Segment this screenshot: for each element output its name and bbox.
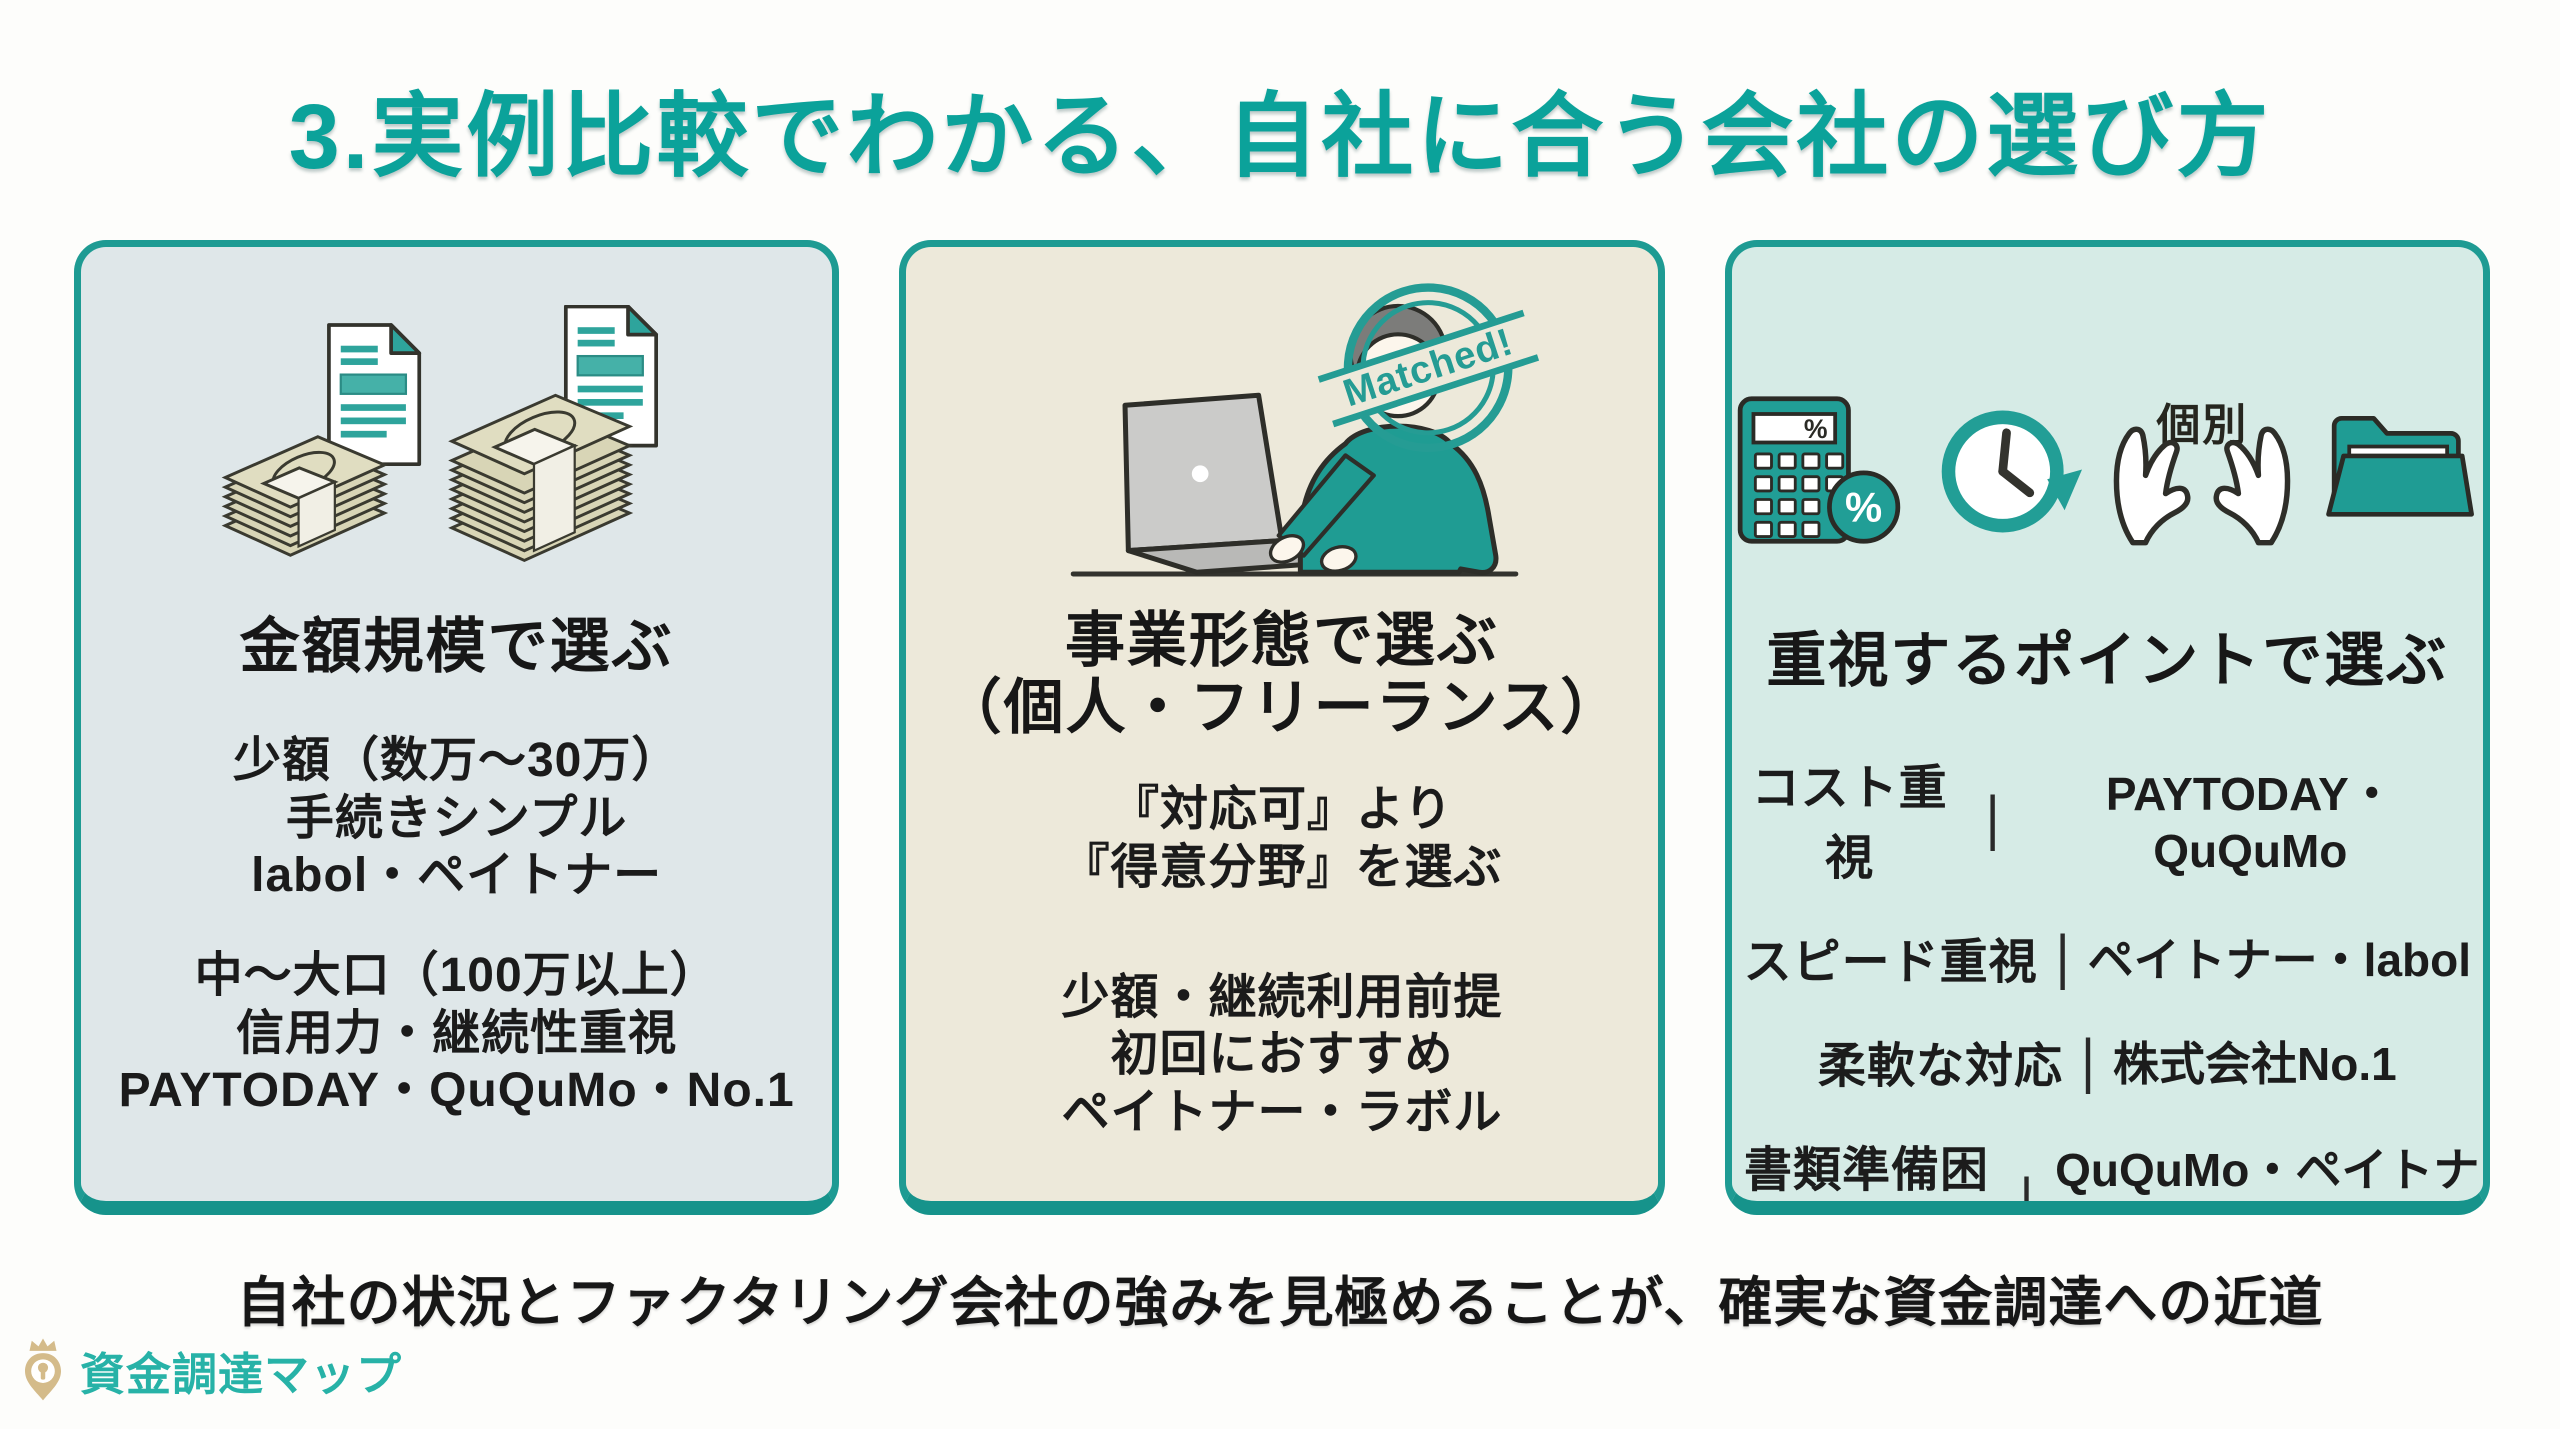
card-heading: 事業形態で選ぶ （個人・フリーランス） xyxy=(942,607,1623,741)
card-heading: 重視するポイントで選ぶ xyxy=(1766,627,2449,694)
card-text-line: 中〜大口（100万以上） xyxy=(194,948,719,1002)
priority-label: 柔軟な対応 xyxy=(1817,1040,2063,1094)
individual-support-icon: 個別 xyxy=(2111,395,2293,547)
priority-separator: | xyxy=(2055,923,2070,991)
person-at-laptop-icon: Matched! xyxy=(1070,283,1540,577)
map-pin-icon xyxy=(25,1338,61,1401)
card-heading-line: （個人・フリーランス） xyxy=(941,674,1623,742)
priority-row: 書類準備困難 | QuQuMo・ペイトナー xyxy=(1732,1130,2483,1215)
priority-row: 柔軟な対応 | 株式会社No.1 xyxy=(1732,1026,2483,1096)
priority-rows: コスト重視 | PAYTODAY・QuQuMo スピード重視 | ペイトナー・l… xyxy=(1732,748,2483,1215)
specialty-point-group: 『対応可』より 『得意分野』を選ぶ xyxy=(1061,781,1502,896)
priority-value: ペイトナー・labol xyxy=(2087,934,2472,987)
priority-separator: | xyxy=(1985,784,2000,852)
calculator-icon: % % xyxy=(1738,396,1901,544)
brand-logo: 資金調達マップ xyxy=(16,1336,402,1404)
money-stack-icon xyxy=(221,435,388,557)
brand-name: 資金調達マップ xyxy=(80,1348,403,1400)
footer-message: 自社の状況とファクタリング会社の強みを見極めることが、確実な資金調達への近道 xyxy=(236,1273,2324,1333)
card-text-line: 『対応可』より xyxy=(1110,783,1454,837)
cards-row: 金額規模で選ぶ 少額（数万〜30万） 手続きシンプル labol・ペイトナー 中… xyxy=(74,240,2490,1215)
person-laptop-illustration: Matched! xyxy=(942,265,1622,599)
hands-icon xyxy=(2114,426,2291,546)
card-text-line: 信用力・継続性重視 xyxy=(236,1006,678,1060)
priority-icons-row: % % 個別 xyxy=(1733,395,2481,547)
priority-row: コスト重視 | PAYTODAY・QuQuMo xyxy=(1732,748,2483,888)
card-text-line: 『得意分野』を選ぶ xyxy=(1061,840,1503,894)
calculator-badge-percent: % xyxy=(1845,483,1882,530)
priority-value: PAYTODAY・QuQuMo xyxy=(2105,768,2395,878)
small-amount-group: 少額（数万〜30万） 手続きシンプル labol・ペイトナー xyxy=(233,732,680,905)
card-select-by-priority: % % 個別 xyxy=(1724,240,2490,1215)
large-amount-group: 中〜大口（100万以上） 信用力・継続性重視 PAYTODAY・QuQuMo・N… xyxy=(119,947,795,1120)
card-text-line: 初回におすすめ xyxy=(1110,1028,1454,1082)
clock-icon xyxy=(1942,410,2083,533)
page-title: 3.実例比較でわかる、自社に合う会社の選び方 xyxy=(288,86,2272,188)
crown-shape xyxy=(29,1338,57,1351)
money-stacks-illustration xyxy=(187,305,727,573)
folder-icon xyxy=(2326,415,2475,517)
priority-separator: | xyxy=(2019,1166,2034,1215)
priority-label: スピード重視 xyxy=(1743,936,2038,990)
calculator-display-percent: % xyxy=(1804,414,1828,444)
matched-stamp: Matched! xyxy=(1317,283,1540,453)
money-stack-icon xyxy=(447,393,633,563)
money-documents-icon xyxy=(221,305,658,563)
card-text-line: 少額・継続利用前提 xyxy=(1061,970,1503,1024)
priority-label: コスト重視 xyxy=(1751,762,1948,886)
priority-row: スピード重視 | ペイトナー・labol xyxy=(1732,922,2483,992)
card-text-line: labol・ペイトナー xyxy=(251,849,663,903)
card-heading-line: 事業形態で選ぶ xyxy=(1064,607,1499,674)
priority-value: 株式会社No.1 xyxy=(2113,1038,2397,1091)
priority-label: 書類準備困難 xyxy=(1744,1144,1990,1198)
card-text-line: 手続きシンプル xyxy=(285,791,628,845)
card-text-line: 少額（数万〜30万） xyxy=(232,734,681,788)
priority-value: QuQuMo・ペイトナー xyxy=(2055,1144,2480,1197)
document-icon xyxy=(326,323,421,467)
recommend-group: 少額・継続利用前提 初回におすすめ ペイトナー・ラボル xyxy=(1061,969,1502,1142)
card-select-by-business-type: Matched! 事業形態で選ぶ （個人・フリーランス） 『対応可』より 『得意… xyxy=(899,240,1665,1215)
card-heading: 金額規模で選ぶ xyxy=(239,613,674,680)
card-text-line: ペイトナー・ラボル xyxy=(1061,1085,1503,1139)
card-text-line: PAYTODAY・QuQuMo・No.1 xyxy=(118,1064,795,1118)
priority-separator: | xyxy=(2080,1027,2095,1095)
card-select-by-amount: 金額規模で選ぶ 少額（数万〜30万） 手続きシンプル labol・ペイトナー 中… xyxy=(74,240,840,1215)
